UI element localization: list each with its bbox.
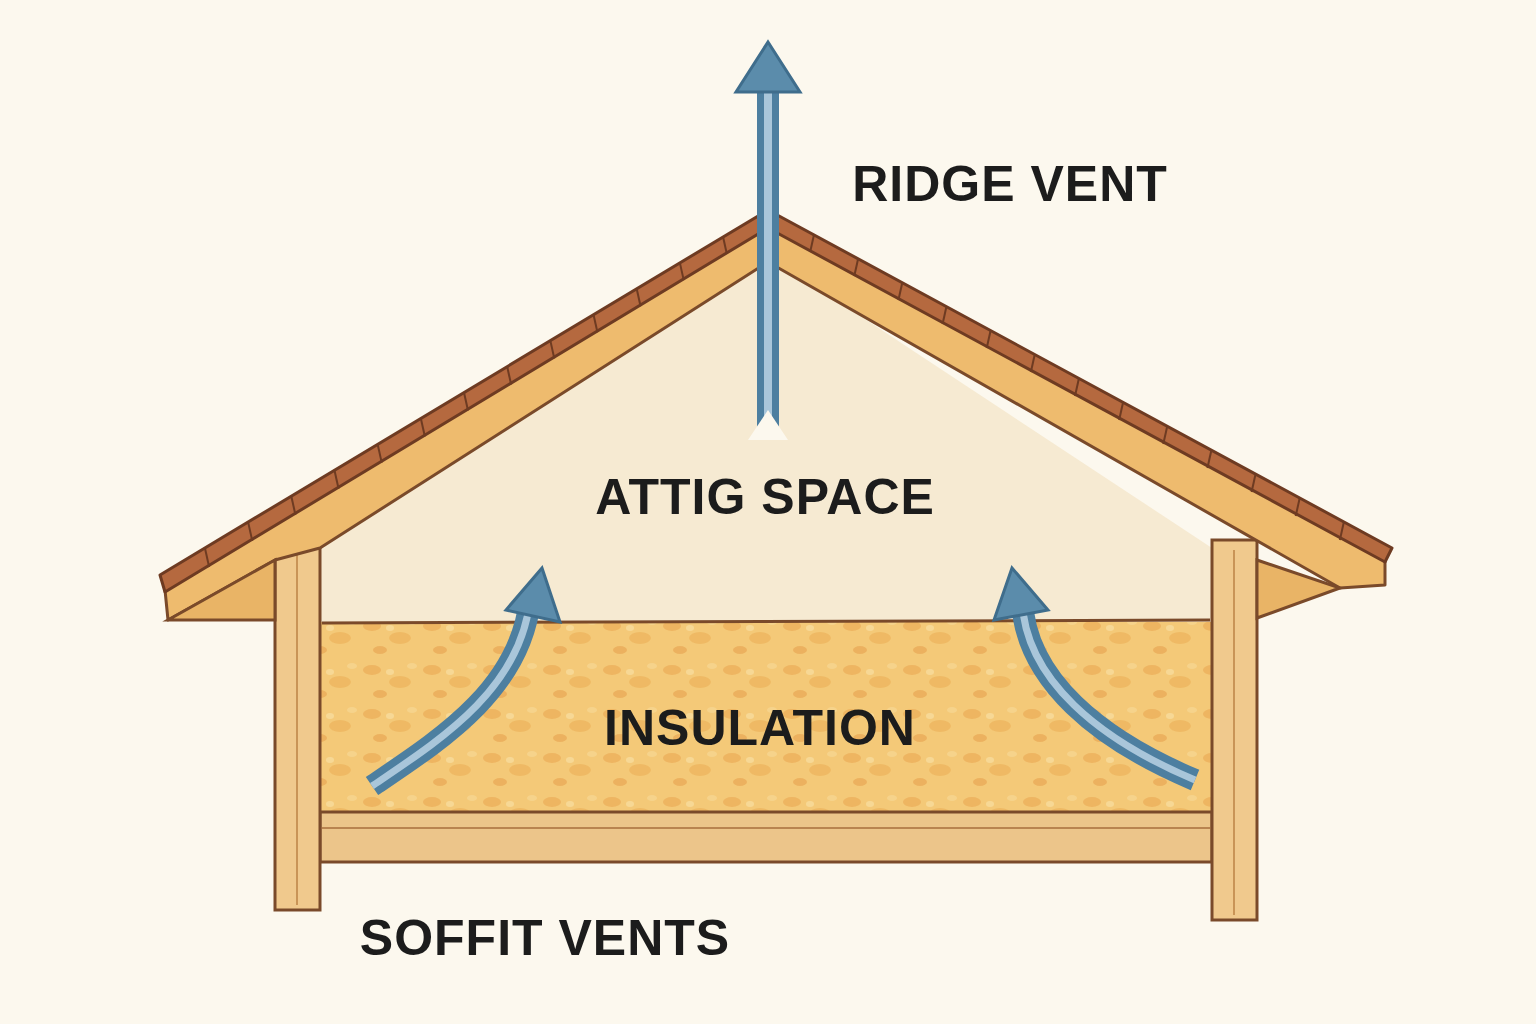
shingle-line (593, 314, 597, 332)
shingle-line (854, 258, 858, 276)
shingle-line (378, 445, 382, 463)
shingle-line (550, 340, 554, 358)
left-wall-post (275, 540, 320, 910)
airflow-arrow (736, 42, 800, 440)
shingle-line (987, 330, 991, 348)
shingle-line (1163, 426, 1167, 444)
post-grain (1233, 550, 1235, 915)
right-soffit (1257, 560, 1340, 618)
region-label: INSULATION (604, 701, 916, 756)
ceiling-joist (320, 812, 1212, 862)
shingle-line (205, 549, 209, 567)
shingle-line (507, 366, 511, 384)
airflow-arrow (372, 568, 560, 786)
shingle-line (1031, 354, 1035, 372)
attic-space-region: ATTIG SPACE (330, 420, 1200, 580)
insulation-band: INSULATION (330, 640, 1200, 805)
shingle-line (464, 393, 468, 411)
post-grain (296, 550, 298, 905)
shingle-line (1075, 378, 1079, 396)
insulation-top (322, 620, 1210, 623)
part-label: RIDGE VENT (852, 157, 1168, 212)
region-label: ATTIG SPACE (595, 470, 935, 525)
shingle-line (1252, 474, 1256, 492)
shingle-line (1119, 402, 1123, 420)
shingle-line (291, 497, 295, 515)
shingle-line (1340, 522, 1344, 540)
shingle-line (335, 471, 339, 489)
shingle-line (723, 236, 727, 254)
joist-grain (320, 827, 1212, 829)
shingle-line (637, 288, 641, 306)
shingle-line (1207, 450, 1211, 468)
right-wall-post (1212, 540, 1257, 920)
shingle-line (810, 234, 814, 252)
shingle-line (421, 419, 425, 437)
shingle-line (898, 282, 902, 300)
airflow-arrow (994, 568, 1195, 780)
shingle-line (680, 262, 684, 280)
shingle-line (1296, 498, 1300, 516)
shingle-line (248, 523, 252, 541)
part-label: SOFFIT VENTS (360, 911, 730, 966)
shingle-line (943, 306, 947, 324)
